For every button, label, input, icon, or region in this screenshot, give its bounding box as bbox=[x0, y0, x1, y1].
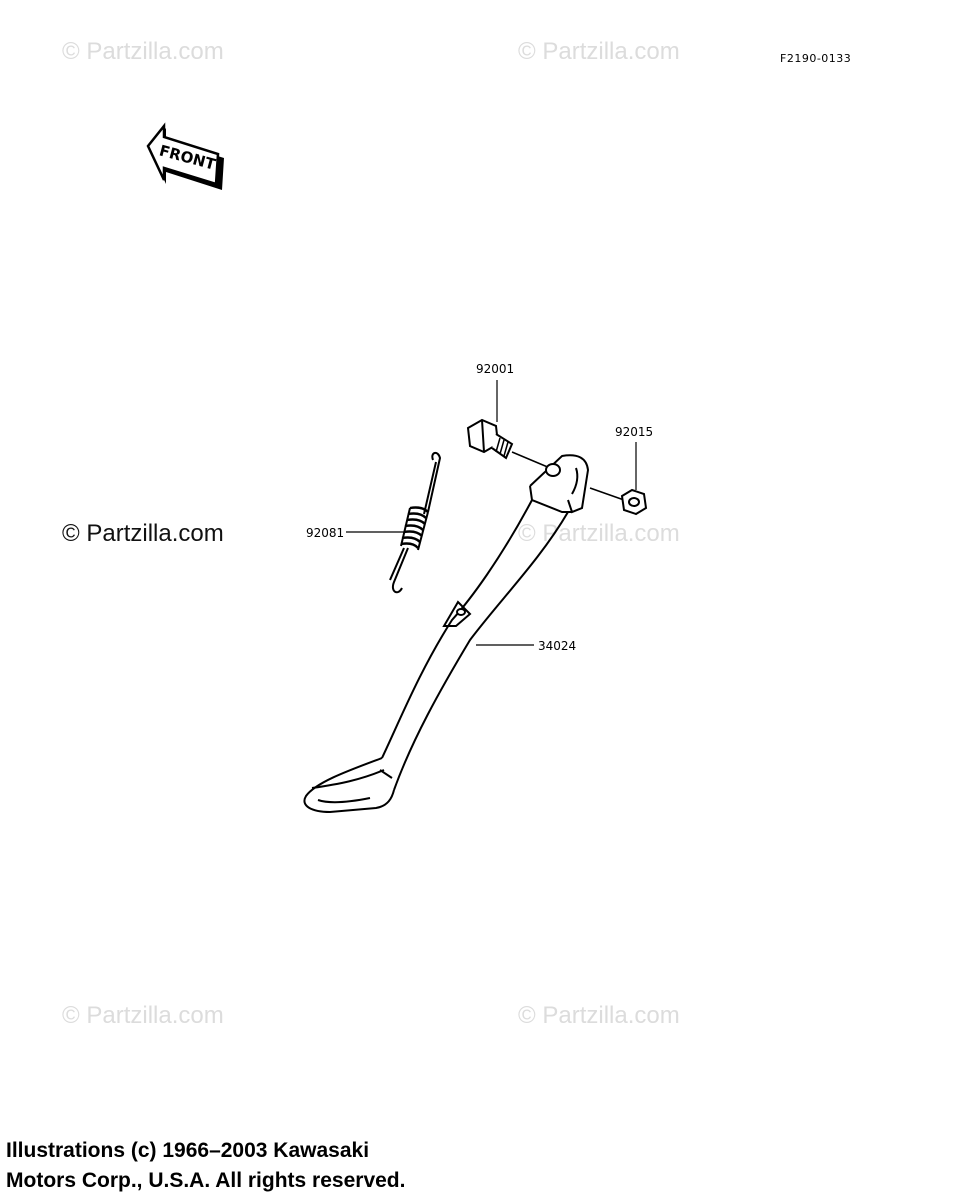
diagram-id: F2190-0133 bbox=[780, 52, 852, 65]
watermark: © Partzilla.com bbox=[62, 1002, 224, 1029]
watermark: © Partzilla.com bbox=[518, 38, 680, 65]
callout-bolt: 92001 bbox=[476, 362, 515, 376]
copyright-notice: Illustrations (c) 1966–2003 Kawasaki Mot… bbox=[6, 1136, 405, 1196]
callout-spring: 92081 bbox=[306, 526, 345, 540]
side-stand-part bbox=[303, 454, 590, 814]
bolt-part bbox=[466, 418, 551, 469]
nut-part bbox=[589, 487, 648, 516]
spring-part bbox=[389, 452, 442, 594]
watermark: © Partzilla.com bbox=[518, 520, 680, 547]
watermark: © Partzilla.com bbox=[62, 38, 224, 65]
watermark: © Partzilla.com bbox=[518, 1002, 680, 1029]
copyright-line-1: Illustrations (c) 1966–2003 Kawasaki bbox=[6, 1139, 370, 1162]
watermark: © Partzilla.com bbox=[62, 520, 224, 547]
front-arrow-icon: FRONT bbox=[146, 122, 224, 190]
callout-nut: 92015 bbox=[615, 425, 654, 439]
copyright-line-2: Motors Corp., U.S.A. All rights reserved… bbox=[6, 1169, 406, 1192]
callout-stand: 34024 bbox=[538, 639, 577, 653]
